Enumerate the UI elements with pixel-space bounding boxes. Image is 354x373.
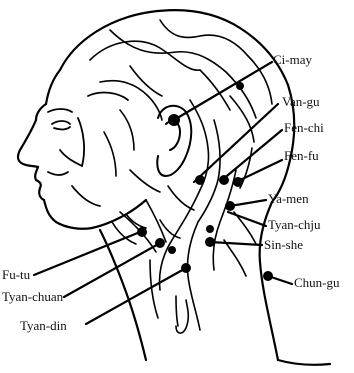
label-van-gu: Van-gu (282, 94, 320, 109)
point-fen-fu (233, 177, 243, 187)
label-sin-she: Sin-she (264, 237, 303, 252)
point-sin-she (205, 237, 215, 247)
point-ya-men (225, 201, 235, 211)
point-tyan-chju (206, 225, 214, 233)
vessel-lines (90, 20, 272, 333)
leader-fen-chi (222, 130, 282, 180)
label-ya-men: Ya-men (268, 191, 309, 206)
point-tyan-din (181, 263, 191, 273)
label-tyan-din: Tyan-din (20, 318, 67, 333)
leader-tyan-chju (228, 212, 266, 226)
leader-ya-men (230, 200, 266, 206)
leader-sin-she (210, 242, 262, 245)
label-tyan-chuan: Tyan-chuan (2, 289, 64, 304)
leader-fu-tu (34, 232, 140, 275)
point-fen-chi (219, 175, 229, 185)
labels: Ci-may Van-gu Fen-chi Fen-fu Ya-men Tyan… (2, 52, 340, 333)
point-ci-may (168, 114, 180, 126)
point-fu-tu-1 (137, 227, 147, 237)
label-fu-tu: Fu-tu (2, 267, 31, 282)
face-details (48, 93, 128, 206)
label-fen-fu: Fen-fu (284, 148, 319, 163)
acupuncture-points (137, 82, 273, 281)
point-fu-tu-2 (155, 238, 165, 248)
point-ci-may-2 (236, 82, 244, 90)
leader-lines (34, 62, 292, 324)
label-ci-may: Ci-may (273, 52, 312, 67)
leader-ci-may (174, 62, 272, 120)
label-chun-gu: Chun-gu (294, 275, 340, 290)
point-van-gu (195, 175, 205, 185)
point-chun-gu (263, 271, 273, 281)
point-tyan-chuan (168, 246, 176, 254)
label-tyan-chju: Tyan-chju (268, 217, 321, 232)
label-fen-chi: Fen-chi (284, 120, 324, 135)
